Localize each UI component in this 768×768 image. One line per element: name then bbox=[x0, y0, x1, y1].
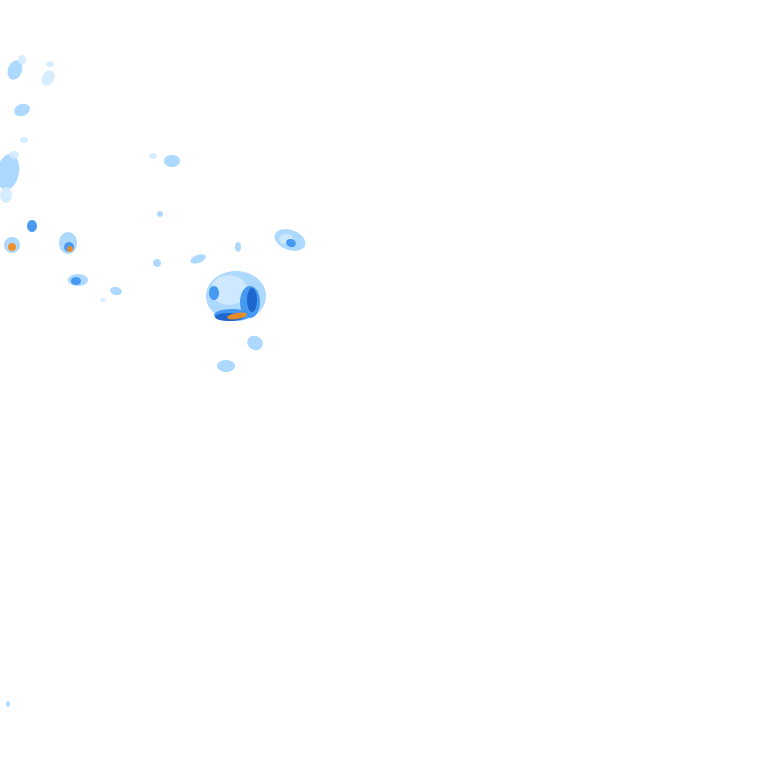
radar-echo bbox=[18, 55, 26, 65]
radar-echo bbox=[0, 187, 12, 203]
radar-echo bbox=[211, 275, 247, 305]
radar-echo bbox=[6, 701, 10, 707]
radar-echo bbox=[153, 259, 161, 267]
radar-echo bbox=[14, 103, 30, 117]
radar-echo bbox=[20, 137, 28, 143]
radar-echo bbox=[0, 154, 20, 190]
radar-echo bbox=[71, 277, 81, 285]
radar-echo bbox=[110, 286, 122, 296]
radar-echo bbox=[247, 335, 263, 351]
radar-echo bbox=[227, 312, 247, 320]
radar-echo bbox=[235, 242, 241, 252]
radar-echo bbox=[8, 243, 16, 251]
radar-echo bbox=[100, 298, 106, 302]
radar-echo bbox=[41, 70, 55, 86]
radar-echo bbox=[9, 151, 19, 159]
radar-echo bbox=[67, 246, 73, 252]
radar-echo bbox=[209, 286, 219, 300]
radar-echo bbox=[164, 155, 180, 167]
radar-echo bbox=[7, 60, 23, 80]
radar-echo bbox=[149, 153, 157, 159]
radar-echo bbox=[46, 61, 54, 67]
radar-echo bbox=[27, 220, 37, 232]
radar-echo bbox=[217, 360, 235, 372]
radar-echo bbox=[157, 211, 163, 217]
radar-echo bbox=[190, 254, 206, 264]
radar-echo bbox=[247, 288, 257, 312]
radar-echo bbox=[286, 238, 296, 248]
